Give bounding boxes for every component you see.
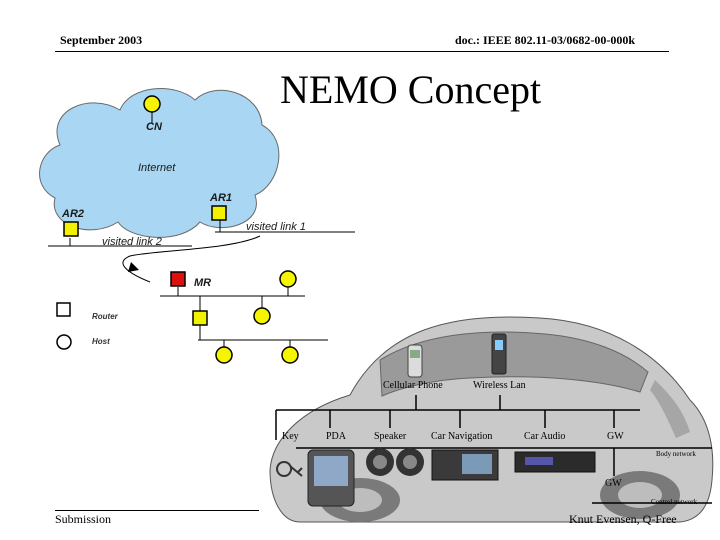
- label-car-audio: Car Audio: [524, 431, 566, 442]
- node-label-ar2: AR2: [62, 208, 85, 220]
- key-icon: [276, 461, 303, 477]
- label-gw-control: GW: [605, 478, 622, 489]
- mobile-router-icon: [170, 271, 186, 287]
- legend-host-icon: [56, 334, 72, 350]
- label-car-navigation: Car Navigation: [431, 431, 493, 442]
- footer-submission: Submission: [55, 512, 112, 526]
- legend-router-label: Router: [92, 312, 118, 321]
- cloud-label: Internet: [138, 162, 176, 174]
- header-divider: [55, 51, 669, 52]
- label-control-network: Control network: [651, 498, 698, 506]
- label-cellular-phone: Cellular Phone: [383, 380, 443, 391]
- host-icon: [281, 346, 299, 364]
- host-icon: [215, 346, 233, 364]
- label-wireless-lan: Wireless Lan: [473, 380, 526, 391]
- node-label-cn: CN: [146, 121, 162, 133]
- footer-author: Knut Evensen, Q-Free: [569, 512, 677, 526]
- header-doc-id: doc.: IEEE 802.11-03/0682-00-000k: [455, 33, 636, 47]
- footer-divider: [55, 510, 259, 511]
- router-ar2-icon: [63, 221, 79, 237]
- cellular-phone-icon: [407, 344, 423, 378]
- label-gw-body: GW: [607, 431, 624, 442]
- host-icon: [253, 307, 271, 325]
- header-date: September 2003: [60, 33, 143, 47]
- node-label-ar1: AR1: [210, 192, 233, 204]
- label-speaker: Speaker: [374, 431, 407, 442]
- host-cn-icon: [143, 95, 161, 113]
- movement-arrow-head: [128, 262, 139, 272]
- host-icon: [279, 270, 297, 288]
- node-label-mr: MR: [194, 277, 212, 289]
- label-pda: PDA: [326, 431, 347, 442]
- link-label-visited2: visited link 2: [102, 236, 162, 248]
- link-label-visited1: visited link 1: [246, 221, 306, 233]
- label-key: Key: [282, 431, 299, 442]
- label-body-network: Body network: [656, 450, 696, 458]
- legend-host-label: Host: [92, 337, 110, 346]
- legend-router-icon: [56, 302, 71, 317]
- slide-title: NEMO Concept: [280, 67, 542, 112]
- router-ar1-icon: [211, 205, 227, 221]
- router-internal-icon: [192, 310, 208, 326]
